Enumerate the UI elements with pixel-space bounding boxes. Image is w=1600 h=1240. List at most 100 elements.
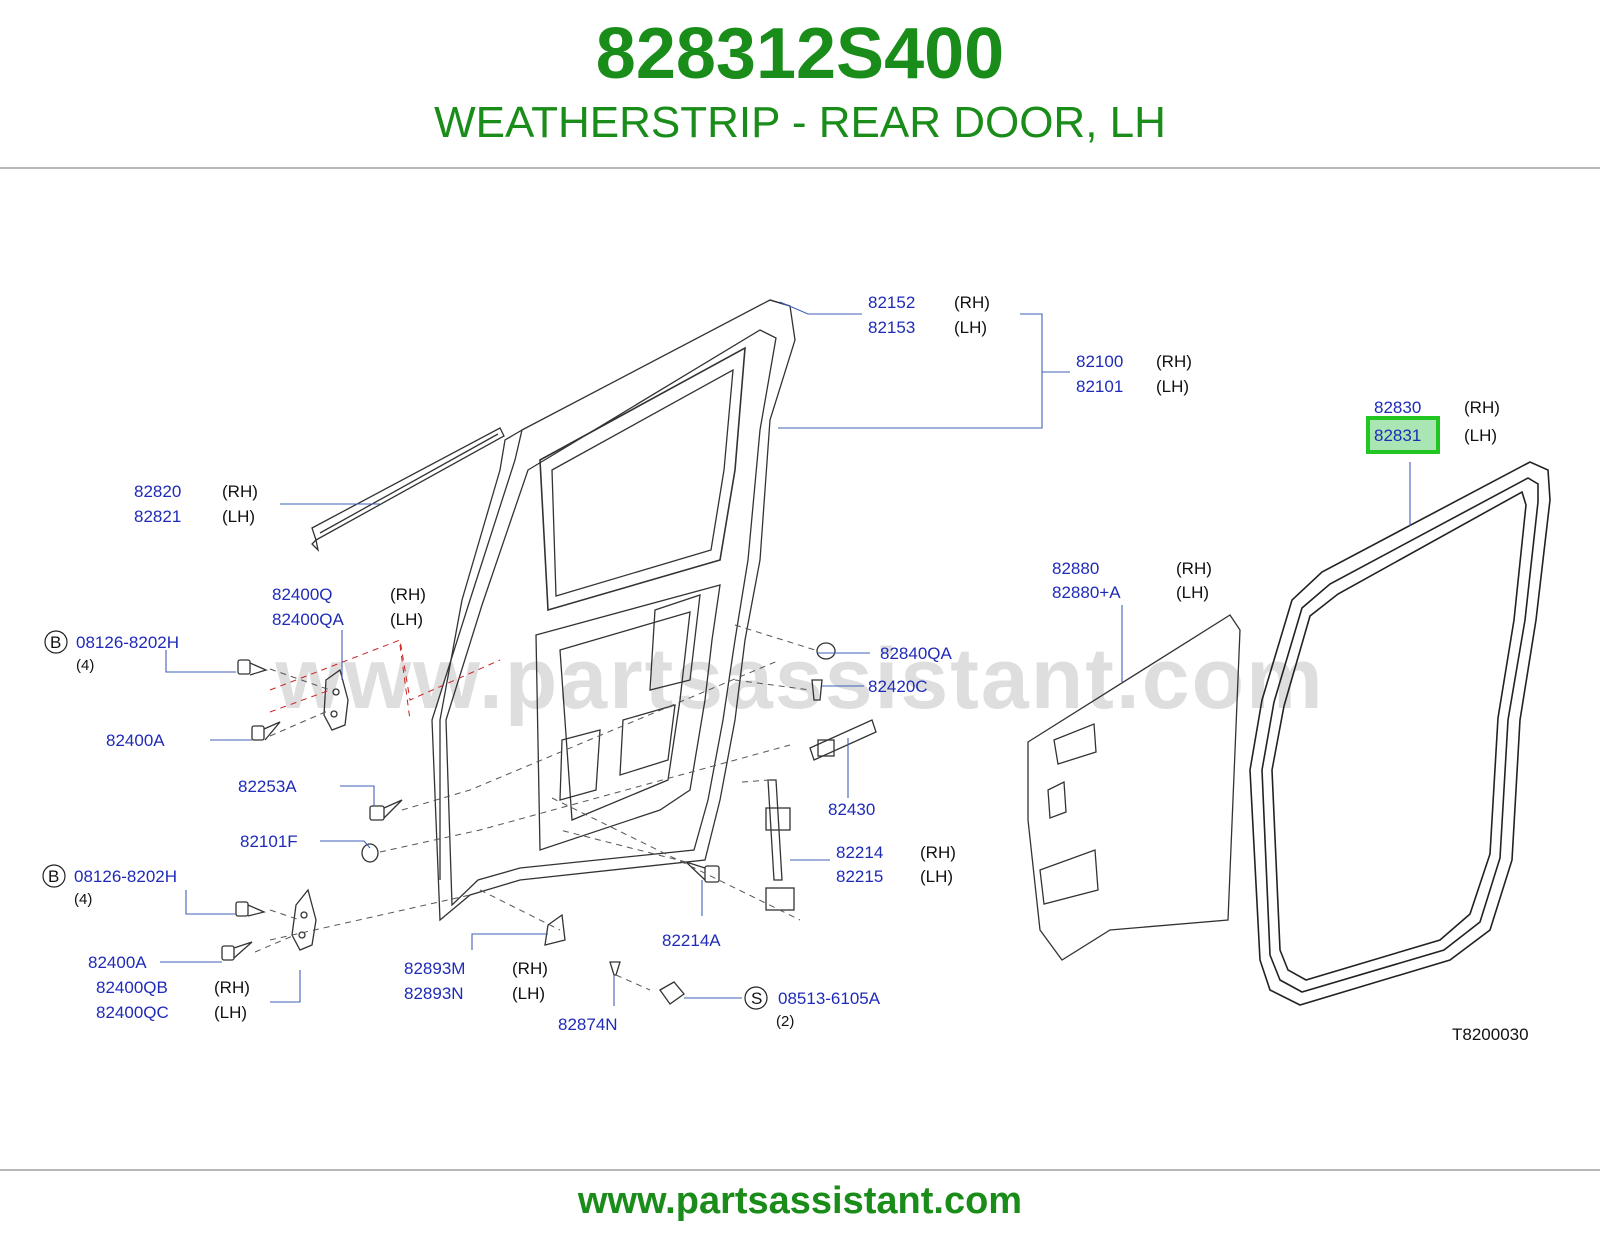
upper-hinge-illustration: [323, 668, 349, 731]
side-label: (RH): [920, 843, 956, 862]
badge-circle: [744, 986, 768, 1010]
callout-82152[interactable]: 82152 (RH): [868, 293, 990, 312]
part-number-highlighted[interactable]: 82831: [1374, 426, 1421, 445]
side-label: (LH): [390, 610, 423, 629]
hinge-red-dashes: [269, 639, 501, 721]
part-number[interactable]: 08126-8202H: [74, 867, 177, 886]
callout-82880[interactable]: 82880 (RH): [1052, 559, 1212, 578]
part-number[interactable]: 82214: [836, 843, 883, 862]
door-check-illustration: [809, 719, 877, 761]
assembly-dashed-lines: [254, 624, 816, 991]
callout-82153[interactable]: 82153 (LH): [868, 318, 987, 337]
callout-82400q[interactable]: 82400Q (RH): [272, 585, 426, 604]
part-number[interactable]: 82400A: [88, 953, 147, 972]
callout-82400qa[interactable]: 82400QA (LH): [272, 610, 423, 629]
part-number[interactable]: 82400QB: [96, 978, 168, 997]
bolt-hardware-illustrations: [221, 642, 836, 1005]
side-label: (LH): [222, 507, 255, 526]
callout-82880a[interactable]: 82880+A (LH): [1052, 583, 1209, 602]
guide-rail-illustration: [765, 779, 795, 911]
callout-82100[interactable]: 82100 (RH): [1076, 352, 1192, 371]
part-number[interactable]: 82880+A: [1052, 583, 1121, 602]
badge-letter: B: [50, 633, 61, 652]
part-number-title: 828312S400: [595, 14, 1005, 94]
side-label: (LH): [1464, 426, 1497, 445]
qty-label: (2): [776, 1013, 794, 1030]
side-label: (RH): [1156, 352, 1192, 371]
callout-82831[interactable]: 82831 (LH): [1374, 426, 1497, 445]
footer-divider: [0, 1169, 1600, 1171]
part-number[interactable]: 82400A: [106, 731, 165, 750]
side-label: (LH): [214, 1003, 247, 1022]
badge-circle: [44, 630, 68, 654]
badge-letter: B: [48, 867, 59, 886]
callout-82430[interactable]: 82430: [828, 800, 875, 819]
callout-82821[interactable]: 82821 (LH): [134, 507, 255, 526]
part-number[interactable]: 82101: [1076, 377, 1123, 396]
part-number[interactable]: 82830: [1374, 398, 1421, 417]
callout-08126-upper[interactable]: B 08126-8202H (4): [44, 630, 179, 674]
leader-lines: [160, 301, 1411, 1006]
part-number[interactable]: 82400QC: [96, 1003, 169, 1022]
part-number[interactable]: 82820: [134, 482, 181, 501]
side-label: (RH): [390, 585, 426, 604]
side-label: (RH): [222, 482, 258, 501]
part-number[interactable]: 82893M: [404, 959, 465, 978]
callout-82400a-lower[interactable]: 82400A: [88, 953, 147, 972]
qty-label: (4): [76, 657, 94, 674]
side-label: (RH): [1176, 559, 1212, 578]
part-number[interactable]: 82430: [828, 800, 875, 819]
callout-82893n[interactable]: 82893N (LH): [404, 984, 545, 1003]
part-number[interactable]: 08513-6105A: [778, 989, 881, 1008]
part-number[interactable]: 82880: [1052, 559, 1099, 578]
callout-82101[interactable]: 82101 (LH): [1076, 377, 1189, 396]
side-label: (RH): [512, 959, 548, 978]
part-number[interactable]: 82893N: [404, 984, 464, 1003]
callout-82215[interactable]: 82215 (LH): [836, 867, 953, 886]
part-number[interactable]: 82400Q: [272, 585, 333, 604]
page-header: 828312S400 WEATHERSTRIP - REAR DOOR, LH: [0, 0, 1600, 168]
side-label: (LH): [512, 984, 545, 1003]
callout-82400qc[interactable]: 82400QC (LH): [96, 1003, 247, 1022]
callout-82840qa[interactable]: 82840QA: [880, 644, 952, 663]
part-number[interactable]: 82100: [1076, 352, 1123, 371]
callout-82400a-upper[interactable]: 82400A: [106, 731, 165, 750]
side-label: (LH): [1176, 583, 1209, 602]
callout-82400qb[interactable]: 82400QB (RH): [96, 978, 250, 997]
callout-82893m[interactable]: 82893M (RH): [404, 959, 548, 978]
part-number[interactable]: 82153: [868, 318, 915, 337]
footer-website-link[interactable]: www.partsassistant.com: [577, 1180, 1023, 1222]
callout-82874n[interactable]: 82874N: [558, 1015, 618, 1034]
part-number[interactable]: 82214A: [662, 931, 721, 950]
badge-letter: S: [751, 989, 762, 1008]
callout-82420c[interactable]: 82420C: [868, 677, 928, 696]
lower-hinge-illustration: [291, 888, 317, 951]
door-trim-panel-illustration: [1027, 614, 1241, 961]
part-number[interactable]: 82400QA: [272, 610, 344, 629]
part-number[interactable]: 82420C: [868, 677, 928, 696]
callout-82253a[interactable]: 82253A: [238, 777, 297, 796]
header-divider: [0, 167, 1600, 169]
weatherstrip-illustration: [1249, 461, 1551, 1006]
callout-82820[interactable]: 82820 (RH): [134, 482, 258, 501]
callout-82214[interactable]: 82214 (RH): [836, 843, 956, 862]
part-number[interactable]: 82215: [836, 867, 883, 886]
callout-82830[interactable]: 82830 (RH): [1374, 398, 1500, 417]
callout-08513[interactable]: S 08513-6105A (2): [744, 986, 881, 1030]
part-number[interactable]: 82874N: [558, 1015, 618, 1034]
badge-circle: [42, 864, 66, 888]
side-label: (RH): [1464, 398, 1500, 417]
callout-08126-lower[interactable]: B 08126-8202H (4): [42, 864, 177, 908]
part-number[interactable]: 08126-8202H: [76, 633, 179, 652]
side-label: (LH): [954, 318, 987, 337]
diagram-code: T8200030: [1452, 1025, 1529, 1044]
callout-82214a[interactable]: 82214A: [662, 931, 721, 950]
callout-82101f[interactable]: 82101F: [240, 832, 298, 851]
part-number[interactable]: 82101F: [240, 832, 298, 851]
part-number[interactable]: 82840QA: [880, 644, 952, 663]
side-label: (RH): [214, 978, 250, 997]
part-number[interactable]: 82821: [134, 507, 181, 526]
part-number[interactable]: 82253A: [238, 777, 297, 796]
part-number[interactable]: 82152: [868, 293, 915, 312]
side-label: (RH): [954, 293, 990, 312]
